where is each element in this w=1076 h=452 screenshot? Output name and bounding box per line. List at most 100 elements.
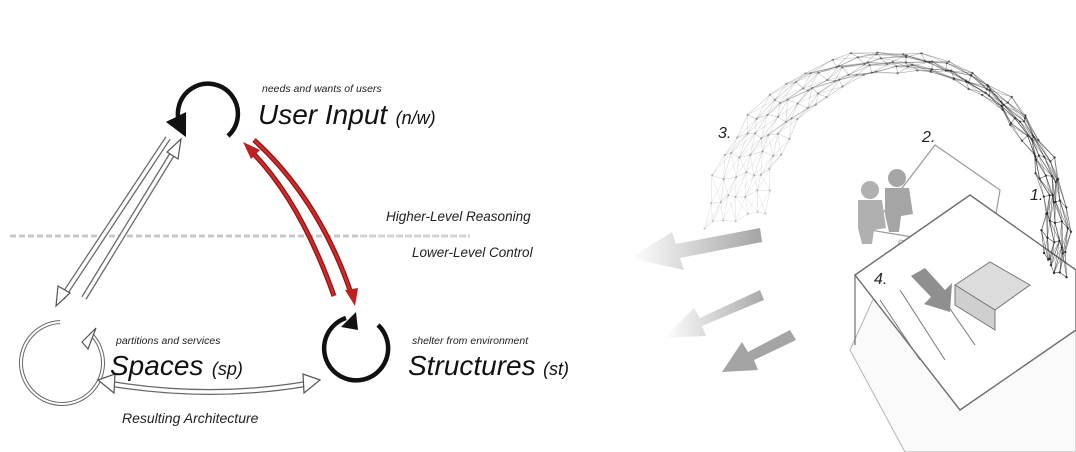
lattice-strut	[735, 171, 747, 198]
lattice-strut	[912, 64, 933, 70]
lattice-strut	[988, 95, 1002, 107]
lattice-strut	[1049, 195, 1054, 221]
lattice-strut	[864, 52, 878, 65]
structures-title-text: Structures	[408, 350, 536, 381]
lattice-strut	[1065, 228, 1069, 252]
lattice-strut	[724, 137, 738, 156]
lattice-strut	[929, 62, 948, 71]
lattice-strut	[868, 62, 887, 65]
lattice-node	[709, 202, 713, 205]
lattice-strut	[711, 175, 724, 180]
lattice-strut	[1032, 140, 1045, 157]
lattice-strut	[836, 63, 865, 68]
lattice-strut	[757, 190, 766, 214]
lattice-strut	[1053, 247, 1063, 273]
lattice-node	[879, 57, 883, 60]
lattice-strut	[911, 64, 931, 73]
lattice-strut	[757, 174, 762, 191]
lattice-strut	[767, 114, 779, 118]
lattice-node	[768, 93, 772, 97]
lattice-strut	[842, 74, 864, 87]
structures-abbr: (st)	[543, 359, 569, 379]
lattice-node	[756, 189, 759, 192]
lattice-strut	[712, 201, 722, 222]
lattice-node	[855, 73, 858, 77]
lattice-node	[796, 102, 799, 105]
lattice-strut	[827, 74, 849, 81]
lattice-node	[1010, 95, 1013, 99]
lattice-node	[1065, 276, 1068, 279]
lattice-strut	[864, 62, 869, 65]
lattice-strut	[1039, 178, 1050, 196]
lattice-strut	[769, 81, 796, 96]
lattice-node	[809, 72, 812, 75]
lattice-strut	[720, 179, 724, 203]
spaces-abbr: (sp)	[212, 359, 243, 379]
lattice-strut	[760, 138, 763, 152]
lattice-strut	[818, 66, 843, 73]
lattice-node	[766, 113, 769, 117]
lattice-strut	[795, 73, 806, 83]
lattice-strut	[805, 59, 833, 74]
lattice-strut	[834, 79, 840, 82]
lattice-strut	[1047, 220, 1051, 238]
lattice-strut	[772, 138, 790, 157]
lattice-strut	[760, 155, 774, 175]
lattice-strut	[739, 138, 762, 158]
force-arrow-left-upper	[630, 228, 762, 270]
lattice-node	[875, 53, 878, 56]
lattice-strut	[735, 175, 755, 198]
lattice-strut	[747, 118, 757, 134]
lattice-strut	[930, 69, 954, 80]
lattice-strut	[1059, 272, 1067, 278]
lattice-strut	[723, 177, 737, 180]
lattice-strut	[746, 151, 763, 173]
lattice-strut	[762, 151, 774, 157]
lattice-node	[967, 87, 970, 91]
lattice-strut	[970, 74, 988, 86]
lattice-strut	[838, 63, 865, 67]
lattice-strut	[869, 65, 872, 73]
lattice-strut	[1007, 102, 1025, 122]
lattice-node	[1009, 123, 1012, 127]
lattice-strut	[1049, 202, 1055, 221]
lattice-node	[761, 150, 764, 153]
lattice-node	[738, 156, 741, 159]
lattice-strut	[1050, 264, 1055, 274]
lattice-node	[727, 194, 730, 197]
lattice-strut	[1053, 222, 1056, 243]
lattice-node	[1054, 181, 1058, 184]
lattice-strut	[754, 114, 768, 134]
lattice-node	[1048, 257, 1052, 261]
lattice-strut	[945, 70, 973, 74]
lattice-strut	[747, 211, 758, 215]
lattice-strut	[737, 114, 748, 138]
lattice-node	[1060, 220, 1064, 223]
lattice-node	[837, 64, 840, 68]
lattice-strut	[871, 61, 893, 73]
lattice-node	[988, 88, 992, 92]
lattice-strut	[968, 75, 972, 83]
user-input-caption: needs and wants of users	[262, 83, 382, 95]
lattice-strut	[1019, 121, 1033, 136]
lattice-strut	[744, 174, 762, 198]
lattice-strut	[704, 203, 712, 229]
lattice-strut	[769, 155, 774, 170]
lattice-node	[841, 85, 844, 88]
lattice-node	[734, 176, 738, 179]
lattice-strut	[747, 114, 768, 134]
lattice-node	[838, 78, 841, 81]
outline-arrow-user-to-spaces	[55, 136, 171, 308]
lattice-strut	[1002, 109, 1015, 119]
lattice-strut	[981, 94, 1003, 107]
lattice-strut	[1024, 118, 1035, 138]
lattice-node	[755, 117, 758, 121]
lattice-strut	[1023, 121, 1033, 141]
lattice-strut	[1035, 159, 1040, 179]
lattice-node	[772, 154, 775, 158]
lattice-strut	[850, 52, 859, 58]
lattice-strut	[1061, 221, 1069, 229]
lattice-strut	[968, 88, 986, 93]
lattice-node	[967, 81, 970, 84]
